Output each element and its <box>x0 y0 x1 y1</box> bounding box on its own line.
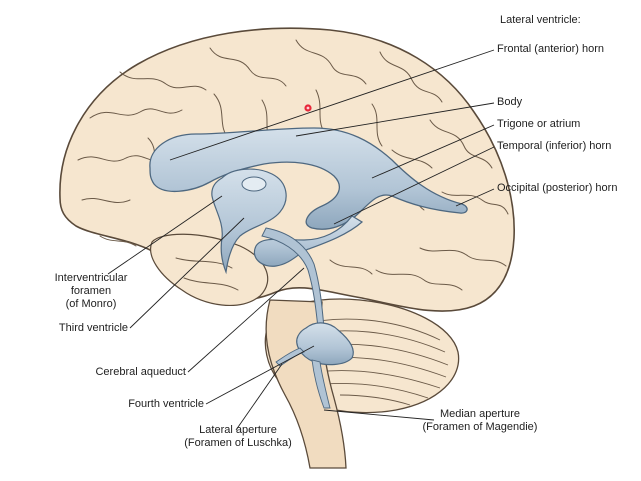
leader-lateral-aperture <box>235 363 283 431</box>
lateral-ventricle-heading: Lateral ventricle: <box>500 14 581 26</box>
fourth-ventricle <box>296 322 354 366</box>
leader-occipital-horn <box>455 188 495 207</box>
trigone-label: Trigone or atrium <box>497 118 581 130</box>
marker-dot-highlight <box>306 106 310 110</box>
leader-cerebral-aqueduct <box>187 267 305 373</box>
leader-frontal-horn <box>169 49 495 161</box>
median-aperture-label: Median aperture (Foramen of Magendie) <box>410 408 550 434</box>
temporal-horn-label: Temporal (inferior) horn <box>497 140 612 152</box>
temporal-horn <box>253 215 364 267</box>
occipital-horn-label: Occipital (posterior) horn <box>497 182 618 194</box>
leader-lines <box>107 49 495 431</box>
leader-foramen-monro <box>107 195 223 275</box>
ventricular-system <box>149 127 468 409</box>
interventricular-foramen-line-2: foramen <box>70 285 112 297</box>
fourth-ventricle-label: Fourth ventricle <box>128 398 204 410</box>
lateral-aperture-line-1: Lateral aperture <box>199 424 277 436</box>
leader-body <box>295 102 495 137</box>
frontal-horn-label: Frontal (anterior) horn <box>497 43 604 55</box>
body-label: Body <box>497 96 523 108</box>
interventricular-foramen-line-1: Interventricular <box>54 272 128 284</box>
third-ventricle <box>211 168 287 275</box>
fourth-ventricle-outflow <box>311 359 331 409</box>
cerebral-aqueduct-label: Cerebral aqueduct <box>95 366 186 378</box>
interventricular-foramen-line-3: (of Monro) <box>65 298 117 310</box>
median-aperture-line-2: (Foramen of Magendie) <box>422 421 538 433</box>
leader-trigone <box>371 124 495 179</box>
leader-median-aperture <box>323 409 435 421</box>
median-aperture-line-1: Median aperture <box>439 408 521 420</box>
third-ventricle-label: Third ventricle <box>58 322 128 334</box>
lateral-aperture-line-2: (Foramen of Luschka) <box>184 437 292 449</box>
interthalamic-adhesion <box>241 176 267 192</box>
cortical-sulci <box>77 39 509 291</box>
temporal-lobe <box>150 233 269 307</box>
leader-temporal-horn <box>333 146 495 225</box>
leader-third-ventricle <box>129 217 245 329</box>
interventricular-foramen-label: Interventricular foramen (of Monro) <box>36 272 146 311</box>
leader-fourth-ventricle <box>205 345 315 405</box>
lateral-aperture-label: Lateral aperture (Foramen of Luschka) <box>168 424 308 450</box>
